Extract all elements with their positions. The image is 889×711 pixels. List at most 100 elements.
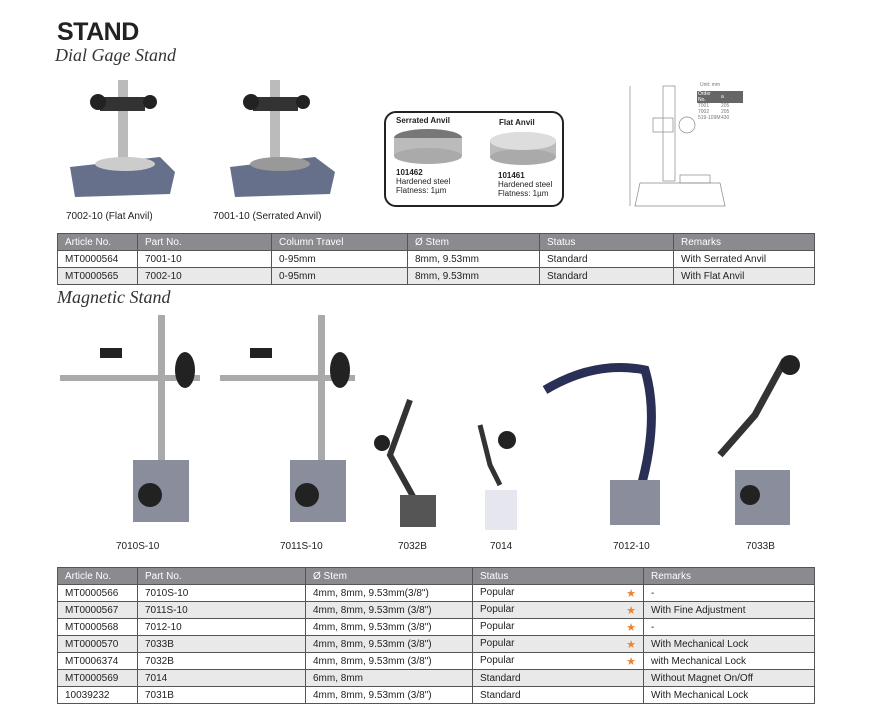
cell-text: Popular xyxy=(480,654,515,666)
cell-text: 7012-10 xyxy=(145,621,182,633)
page-title: STAND xyxy=(57,18,139,46)
drawing-unit: Unit: mm xyxy=(700,82,720,88)
cell-text: MT0000570 xyxy=(65,638,119,650)
anvil-material: Hardened steel xyxy=(498,180,553,189)
cell: 4mm, 8mm, 9.53mm (3/8") xyxy=(305,635,473,653)
cell: 7002-10 xyxy=(137,267,272,285)
col-header: Column Travel xyxy=(271,233,408,251)
cell: Popular ★ xyxy=(472,601,644,619)
cell-text: MT0006374 xyxy=(65,655,119,667)
drawing-header: Order No. xyxy=(697,91,720,103)
anvil-flatness: Flatness: 1µm xyxy=(396,186,447,195)
magnetic-stand-7011s-image xyxy=(220,315,355,522)
cell: MT0000570 xyxy=(57,635,138,653)
cell: - xyxy=(643,618,815,636)
cell-text: With Mechanical Lock xyxy=(651,638,749,650)
cell-text: With Fine Adjustment xyxy=(651,604,746,616)
cell-text: 7032B xyxy=(145,655,174,667)
col-header: Ø Stem xyxy=(407,233,540,251)
cell-text: Standard xyxy=(480,672,521,684)
cell: 0-95mm xyxy=(271,267,408,285)
caption: 7010S-10 xyxy=(116,541,160,552)
dimension-drawing xyxy=(629,85,726,207)
dial-stand-flat-image xyxy=(70,80,175,197)
col-header: Remarks xyxy=(673,233,815,251)
dial-gage-heading: Dial Gage Stand xyxy=(55,45,176,65)
cell-text: 6mm, 8mm xyxy=(313,672,363,684)
cell: 4mm, 8mm, 9.53mm (3/8") xyxy=(305,618,473,636)
cell: Standard xyxy=(539,250,674,268)
cell-text: 4mm, 8mm, 9.53mm (3/8") xyxy=(313,638,432,650)
cell-text: 4mm, 8mm, 9.53mm (3/8") xyxy=(313,655,432,667)
caption: 7011S-10 xyxy=(280,541,323,552)
cell: 7014 xyxy=(137,669,306,687)
cell-text: MT0000568 xyxy=(65,621,119,633)
cell: 4mm, 8mm, 9.53mm (3/8") xyxy=(305,601,473,619)
anvil-code: 101462 xyxy=(396,168,423,177)
cell-text: - xyxy=(651,621,655,633)
cell: MT0000564 xyxy=(57,250,138,268)
cell-text: with Mechanical Lock xyxy=(651,655,747,667)
cell-text: 4mm, 8mm, 9.53mm(3/8") xyxy=(313,587,429,599)
cell-text: Standard xyxy=(480,689,521,701)
cell-text: Popular xyxy=(480,586,515,598)
col-header: Status xyxy=(472,567,644,585)
popular-star-icon: ★ xyxy=(626,655,636,668)
cell: Popular ★ xyxy=(472,652,644,670)
cell: - xyxy=(643,584,815,602)
anvil-flatness: Flatness: 1µm xyxy=(498,189,549,198)
col-header: Part No. xyxy=(137,233,272,251)
cell: 4mm, 8mm, 9.53mm (3/8") xyxy=(305,686,473,704)
caption: 7001-10 (Serrated Anvil) xyxy=(213,211,322,222)
magnetic-stand-heading: Magnetic Stand xyxy=(57,287,171,307)
col-header: Part No. xyxy=(137,567,306,585)
anvil-label: Flat Anvil xyxy=(499,118,535,127)
cell-text: 4mm, 8mm, 9.53mm (3/8") xyxy=(313,689,432,701)
magnetic-stand-7010s-image xyxy=(60,315,200,522)
cell: 6mm, 8mm xyxy=(305,669,473,687)
drawing-cell: 205 xyxy=(721,103,730,109)
cell-text: MT0000566 xyxy=(65,587,119,599)
popular-star-icon: ★ xyxy=(626,638,636,651)
popular-star-icon: ★ xyxy=(626,587,636,600)
table-row: MT0000568 7012-10 4mm, 8mm, 9.53mm (3/8") P… xyxy=(57,618,815,636)
cell-text: 4mm, 8mm, 9.53mm (3/8") xyxy=(313,621,432,633)
cell: 7001-10 xyxy=(137,250,272,268)
cell: Standard xyxy=(472,686,644,704)
cell: Without Magnet On/Off xyxy=(643,669,815,687)
cell: 7033B xyxy=(137,635,306,653)
cell: Popular ★ xyxy=(472,635,644,653)
table-row: MT0000567 7011S-10 4mm, 8mm, 9.53mm (3/8")… xyxy=(57,601,815,619)
cell: MT0000567 xyxy=(57,601,138,619)
cell-text: Popular xyxy=(480,620,515,632)
cell-text: Popular xyxy=(480,637,515,649)
col-header: Article No. xyxy=(57,567,138,585)
popular-star-icon: ★ xyxy=(626,604,636,617)
cell-text: MT0000569 xyxy=(65,672,119,684)
caption: 7002-10 (Flat Anvil) xyxy=(66,211,153,222)
flat-anvil-image xyxy=(490,132,556,165)
cell-text: - xyxy=(651,587,655,599)
cell: Popular★ xyxy=(472,618,644,636)
cell: 7031B xyxy=(137,686,306,704)
cell: 7012-10 xyxy=(137,618,306,636)
cell-text: 4mm, 8mm, 9.53mm (3/8") xyxy=(313,604,432,616)
cell: 0-95mm xyxy=(271,250,408,268)
cell-text: 7014 xyxy=(145,672,168,684)
cell-text: 7011S-10 xyxy=(145,604,188,616)
cell-text: Without Magnet On/Off xyxy=(651,672,754,684)
anvil-box: Serrated Anvil 101462 Hardened steel Fla… xyxy=(384,111,564,207)
col-header: Article No. xyxy=(57,233,138,251)
cell-text: Popular xyxy=(480,603,515,615)
drawing-cell: 519-109M xyxy=(698,115,721,121)
drawing-cell: 205 xyxy=(721,109,730,115)
magnetic-stand-7014-image xyxy=(477,424,517,530)
cell: 7011S-10 xyxy=(137,601,306,619)
